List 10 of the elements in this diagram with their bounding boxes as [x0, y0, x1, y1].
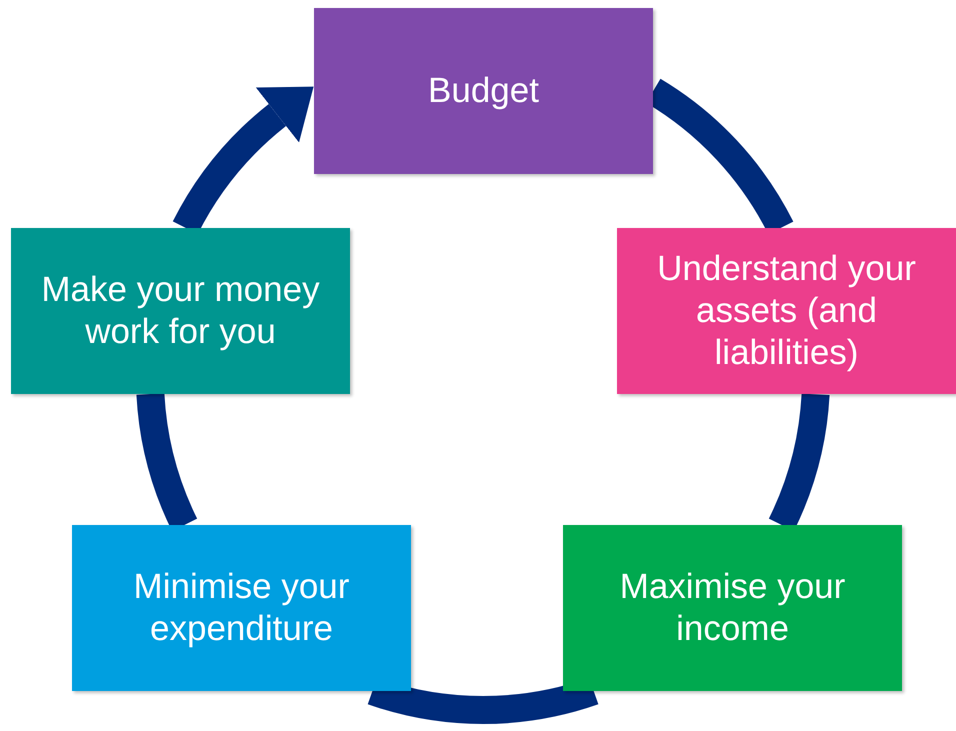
step-box	[11, 228, 350, 394]
step-label: Minimise your expenditure	[132, 566, 350, 650]
step-box	[314, 8, 653, 174]
step-label: Maximise your income	[618, 566, 846, 650]
step-box	[617, 228, 956, 394]
step-label: Understand your assets (and liabilities)	[656, 248, 917, 374]
step-box	[72, 525, 411, 691]
step-box	[563, 525, 902, 691]
step-label: Budget	[428, 70, 539, 112]
step-label: Make your money work for you	[40, 269, 321, 353]
